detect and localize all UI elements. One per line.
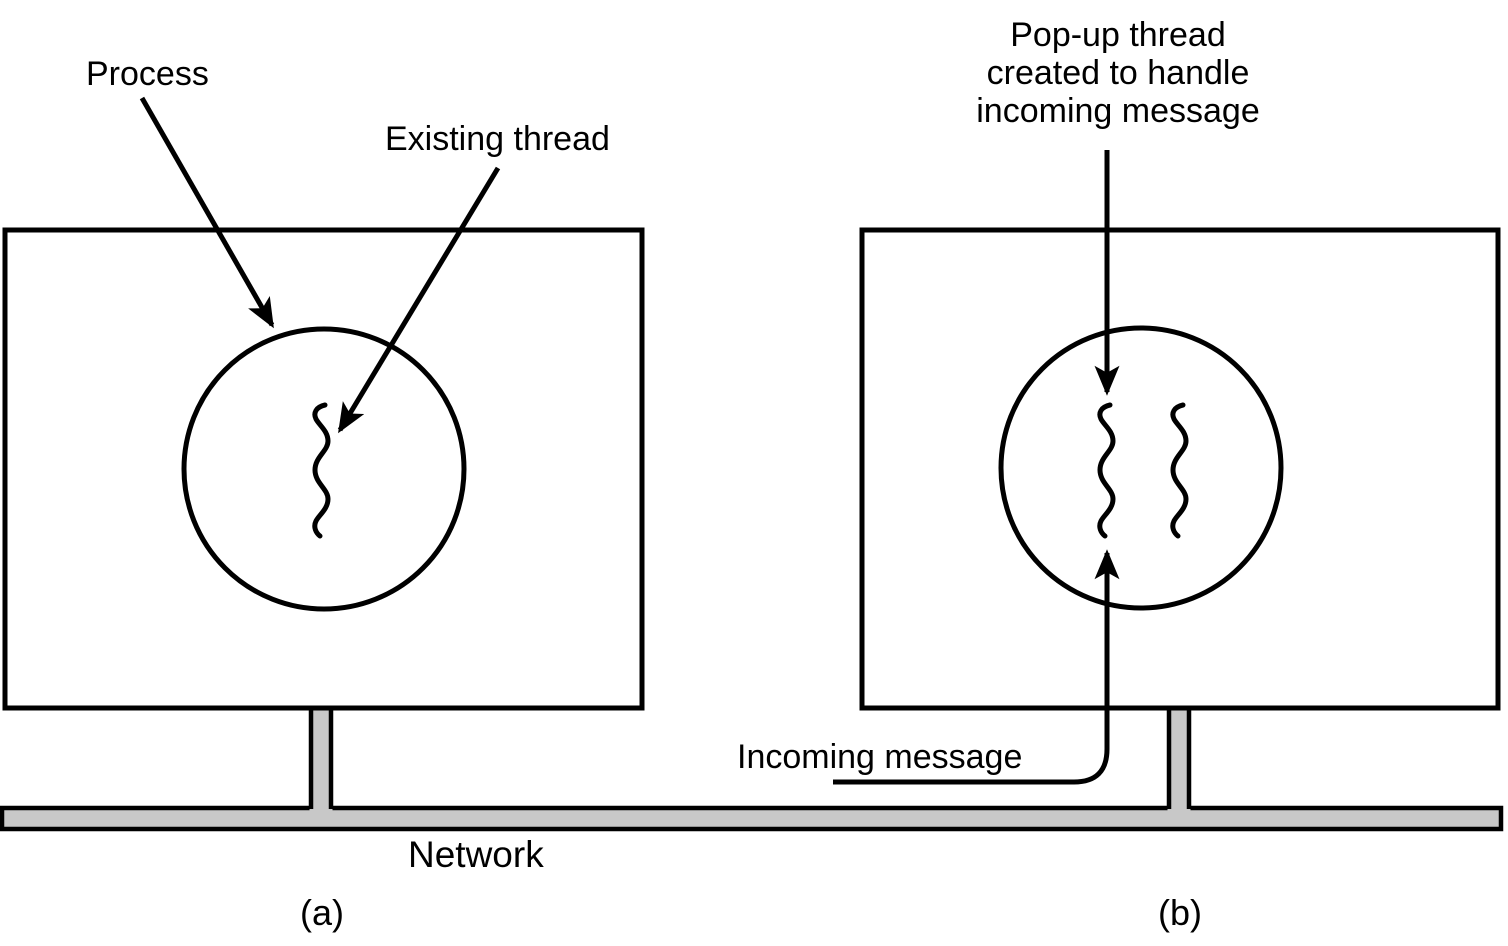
popup-thread-squiggle-b bbox=[1097, 402, 1116, 539]
process-circle-a bbox=[181, 326, 467, 612]
network-link-a bbox=[308, 706, 334, 824]
existing-thread-label: Existing thread bbox=[385, 120, 610, 158]
process-label: Process bbox=[86, 55, 209, 93]
popup-thread-label-line3: incoming message bbox=[976, 92, 1260, 130]
caption-a: (a) bbox=[300, 892, 344, 933]
incoming-message-arrow bbox=[833, 549, 1120, 785]
process-circle-b bbox=[998, 325, 1284, 611]
popup-thread-label: Pop-up thread created to handle incoming… bbox=[976, 16, 1259, 130]
process-arrow bbox=[139, 96, 275, 329]
existing-thread-squiggle-a bbox=[312, 402, 331, 539]
network-bar bbox=[0, 805, 1504, 832]
network-label: Network bbox=[408, 834, 544, 875]
existing-thread-squiggle-b bbox=[1170, 402, 1189, 539]
popup-thread-label-line1: Pop-up thread bbox=[1010, 16, 1226, 54]
incoming-message-label: Incoming message bbox=[737, 738, 1023, 776]
existing-thread-arrow bbox=[337, 166, 501, 434]
popup-thread-label-line2: created to handle bbox=[986, 54, 1250, 92]
network-link-b bbox=[1166, 706, 1192, 824]
caption-b: (b) bbox=[1158, 892, 1202, 933]
